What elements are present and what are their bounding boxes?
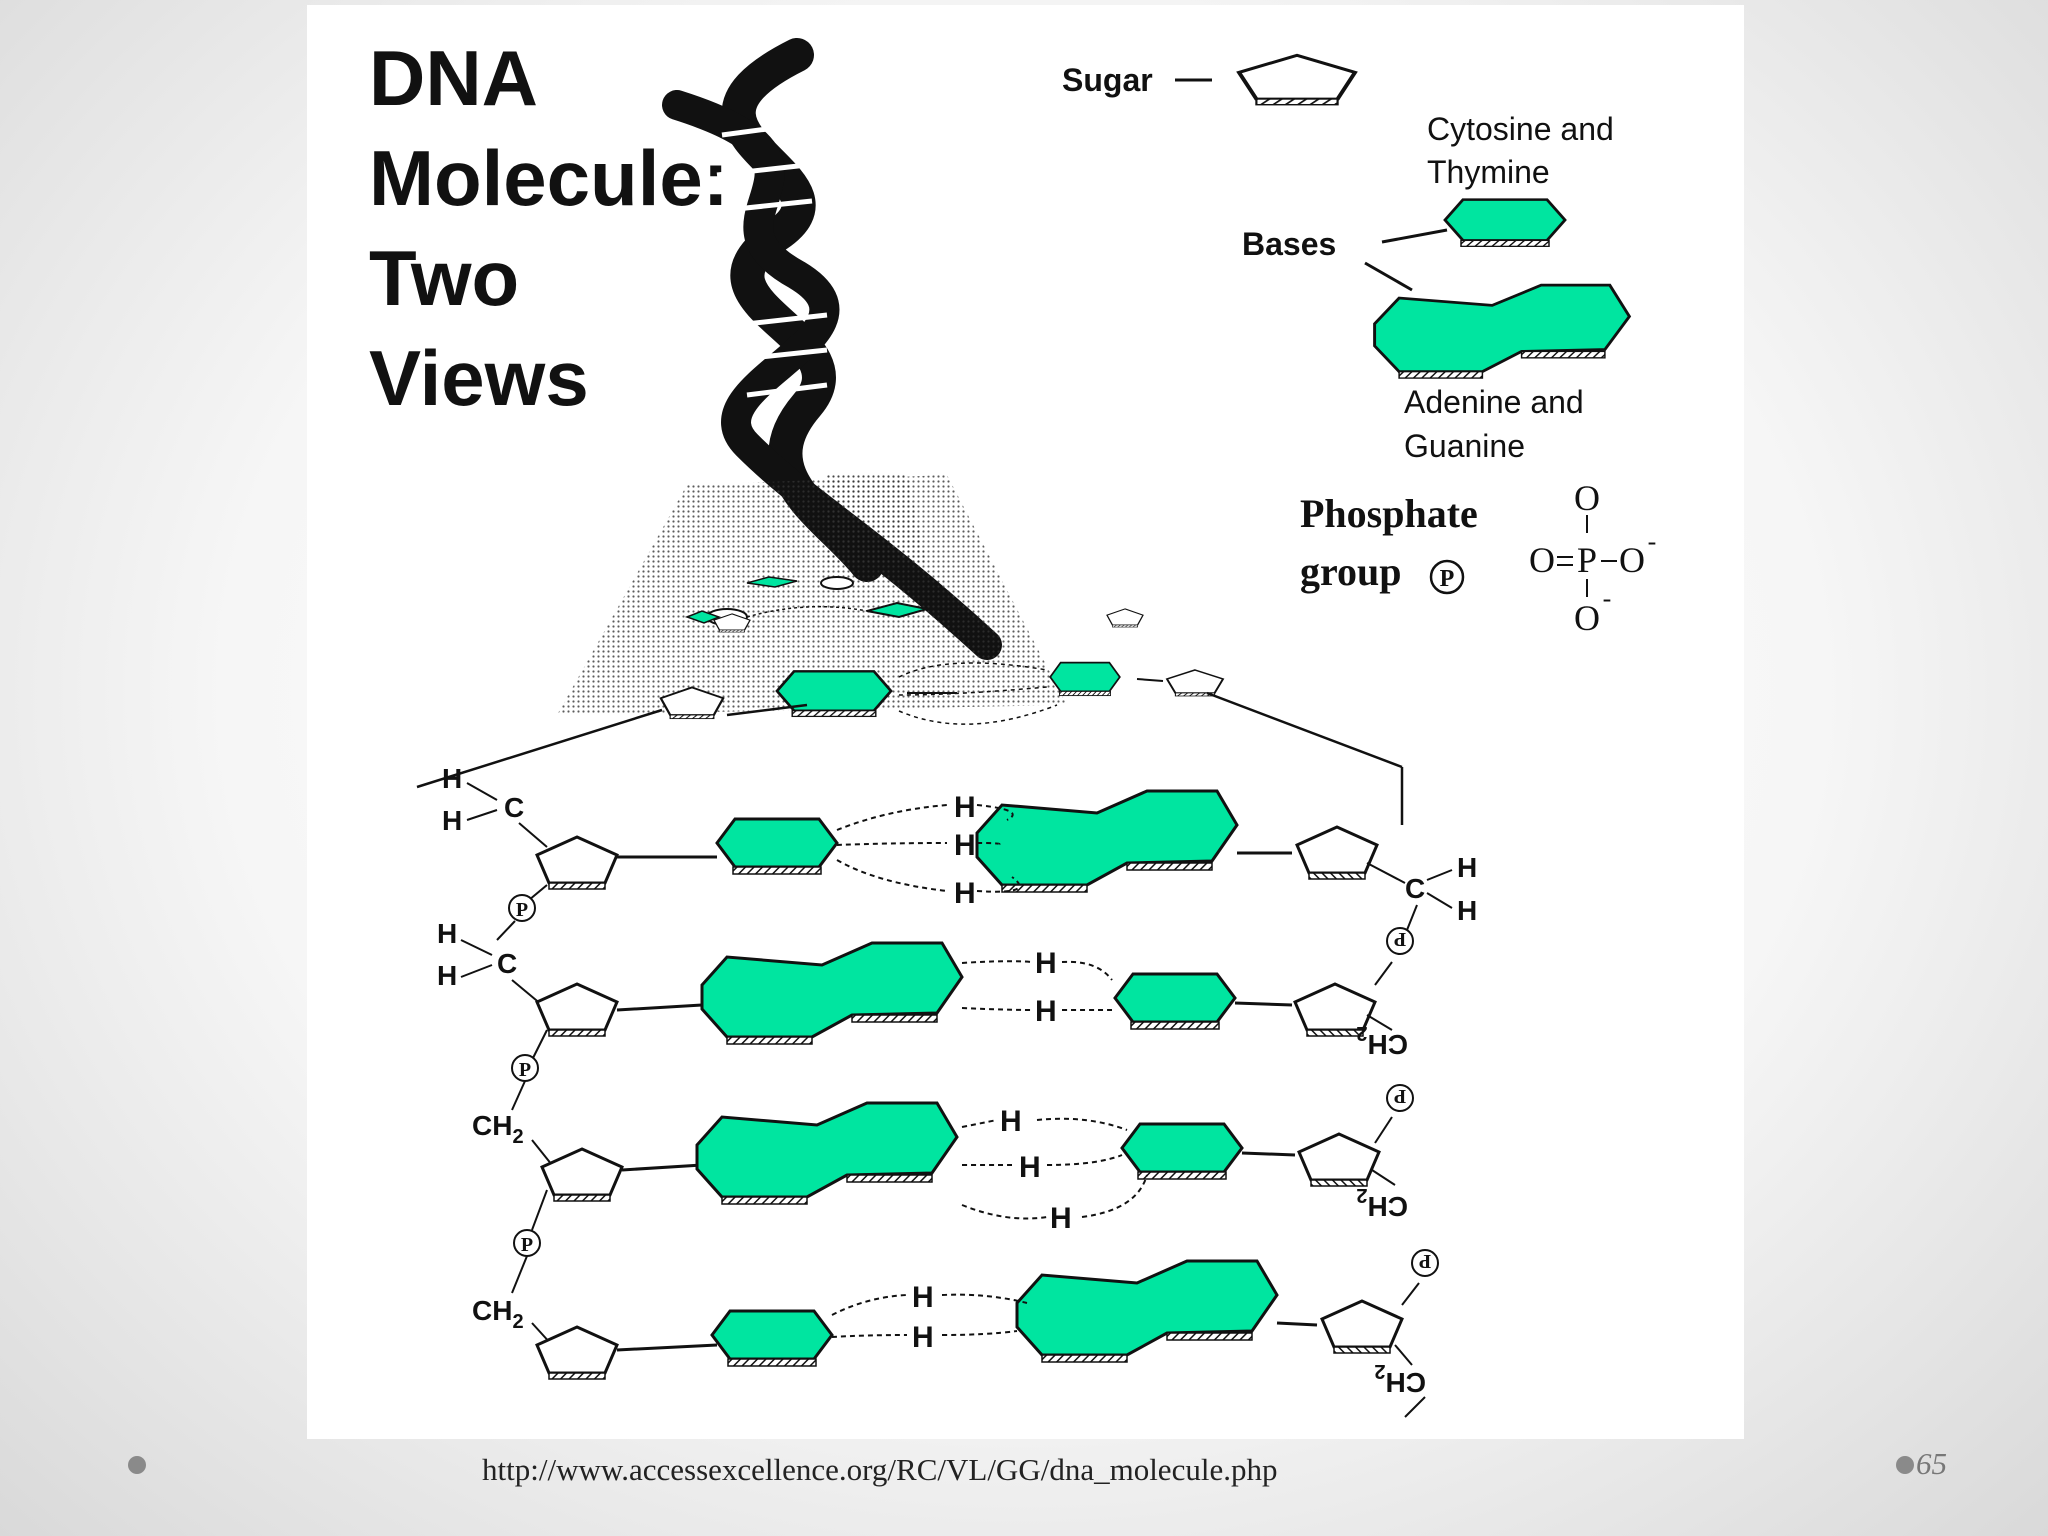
- h-bond-label: H: [1019, 1151, 1041, 1184]
- h-atom-label: H: [1457, 895, 1477, 926]
- base-pair-row-3: CH2 H H H P: [472, 1080, 1414, 1235]
- dna-diagram-svg: DNA Molecule: Two Views: [369, 34, 1656, 1418]
- c-atom-label: C: [1405, 873, 1425, 904]
- formula-oxygen-top: O: [1574, 478, 1600, 518]
- formula-charge-bottom: -: [1603, 584, 1612, 613]
- legend-pyrimidines-line-2: Thymine: [1427, 154, 1550, 190]
- legend-phosphate-line-2: group: [1300, 549, 1402, 594]
- h-bond-label: H: [912, 1321, 934, 1354]
- h-atom-label: H: [442, 805, 462, 836]
- bullet-left: [128, 1456, 146, 1474]
- legend-phosphate-symbol: P: [1440, 566, 1455, 592]
- phosphate-left-1: P: [496, 884, 548, 941]
- phosphate-symbol: P: [1419, 1250, 1431, 1272]
- page-number: 65: [1916, 1446, 1947, 1481]
- phosphate-formula: O O P O - O -: [1529, 478, 1656, 638]
- ch2-label: CH2: [1356, 1184, 1408, 1222]
- ch2-label: CH2: [472, 1110, 524, 1148]
- legend: Sugar Cytosine and Thymine Bases Adenine…: [1062, 55, 1656, 638]
- formula-oxygen-bottom: O: [1574, 598, 1600, 638]
- double-helix: [557, 38, 1067, 715]
- legend-purines-line-1: Adenine and: [1404, 384, 1584, 420]
- legend-bases-label: Bases: [1242, 226, 1336, 262]
- h-bond-label: H: [912, 1281, 934, 1314]
- figure-title: DNA Molecule: Two Views: [369, 34, 729, 422]
- source-url[interactable]: http://www.accessexcellence.org/RC/VL/GG…: [482, 1452, 1278, 1487]
- formula-oxygen-right: O: [1619, 540, 1645, 580]
- ch2-label: CH2: [1356, 1022, 1408, 1060]
- h-bond-label: H: [954, 877, 976, 910]
- h-atom-label: H: [1457, 852, 1477, 883]
- h-bond-label: H: [1035, 995, 1057, 1028]
- legend-purine-icon: [1373, 283, 1631, 380]
- phosphate-symbol: P: [1394, 1085, 1406, 1107]
- h-bond-label: H: [1035, 947, 1057, 980]
- phosphate-left-3: P: [513, 1189, 548, 1257]
- legend-pyrimidine-icon: [1443, 198, 1567, 248]
- title-line-4: Views: [369, 334, 589, 422]
- base-pair-row-2: H H C H H P: [437, 918, 1414, 1060]
- legend-phosphate-icon: [1429, 559, 1465, 595]
- base-pair-row-1: H H H H H C H H C: [442, 763, 1477, 936]
- phosphate-symbol: P: [516, 899, 528, 921]
- legend-purines-line-2: Guanine: [1404, 428, 1525, 464]
- h-bond-label: H: [954, 829, 976, 862]
- title-line-2: Molecule:: [369, 134, 729, 222]
- upper-rungs: [659, 576, 1225, 725]
- legend-sugar-icon: [1239, 55, 1355, 104]
- ch2-label: CH2: [1374, 1360, 1426, 1398]
- formula-oxygen-left: O: [1529, 540, 1555, 580]
- formula-charge-right: -: [1648, 527, 1657, 556]
- phosphate-symbol: P: [521, 1234, 533, 1256]
- phosphate-left-2: P: [511, 1029, 548, 1082]
- backbone-left: [416, 691, 1404, 825]
- bullet-right: [1896, 1456, 1914, 1474]
- ch2-label: CH2: [472, 1295, 524, 1333]
- h-atom-label: H: [442, 763, 462, 794]
- dna-figure: DNA Molecule: Two Views: [307, 5, 1744, 1439]
- formula-phosphorus: P: [1577, 540, 1597, 580]
- legend-pyrimidines-line-1: Cytosine and: [1427, 111, 1614, 147]
- h-bond-label: H: [954, 791, 976, 824]
- legend-sugar-label: Sugar: [1062, 62, 1153, 98]
- h-bond-label: H: [1050, 1202, 1072, 1235]
- h-atom-label: H: [437, 960, 457, 991]
- h-bond-label: H: [1000, 1105, 1022, 1138]
- c-atom-label: C: [497, 948, 517, 979]
- h-atom-label: H: [437, 918, 457, 949]
- legend-phosphate-line-1: Phosphate: [1300, 491, 1478, 536]
- title-line-1: DNA: [369, 34, 538, 122]
- phosphate-symbol: P: [519, 1059, 531, 1081]
- phosphate-symbol: P: [1394, 928, 1406, 950]
- c-atom-label: C: [504, 792, 524, 823]
- title-line-3: Two: [369, 234, 519, 322]
- base-pair-row-4: CH2 H H P CH2: [472, 1249, 1439, 1418]
